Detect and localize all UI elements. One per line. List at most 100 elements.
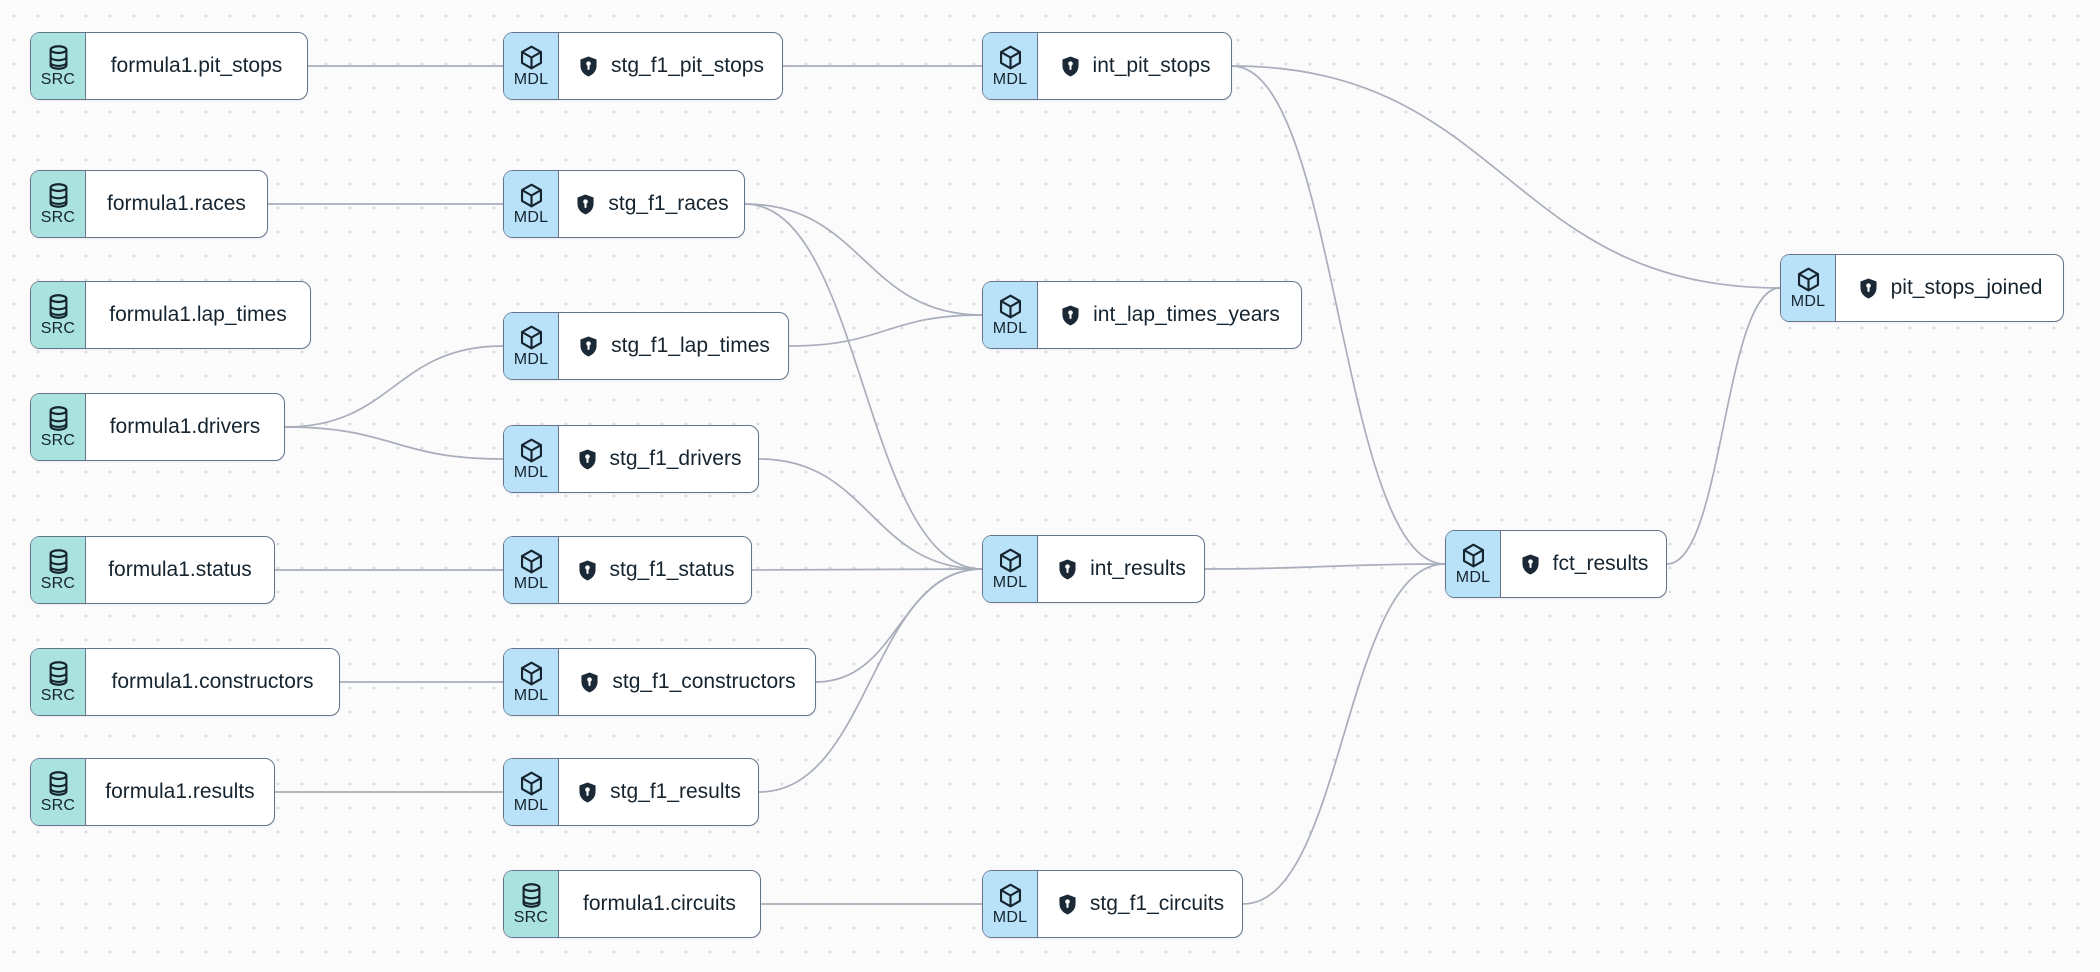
- edge-int_results--fct_results: [1204, 563, 1446, 570]
- badge-label: SRC: [40, 70, 76, 88]
- edge-fct_results--pit_stops_joined: [1666, 287, 1781, 565]
- node-body: int_results: [1038, 536, 1204, 602]
- shield-lock-icon: [576, 559, 599, 582]
- node-label: formula1.drivers: [109, 415, 261, 438]
- node-body: stg_f1_constructors: [559, 649, 815, 715]
- badge-label: MDL: [992, 908, 1028, 926]
- node-body: formula1.races: [86, 171, 267, 237]
- node-stg_f1_races[interactable]: MDL stg_f1_races: [503, 170, 745, 238]
- node-pit_stops_joined[interactable]: MDL pit_stops_joined: [1780, 254, 2064, 322]
- edge-formula1.drivers--stg_f1_drivers: [284, 426, 504, 460]
- node-body: formula1.results: [86, 759, 274, 825]
- node-int_pit_stops[interactable]: MDL int_pit_stops: [982, 32, 1232, 100]
- node-label: pit_stops_joined: [1890, 276, 2043, 299]
- cube-icon: MDL: [504, 649, 559, 715]
- badge-label: MDL: [992, 319, 1028, 337]
- node-label: int_pit_stops: [1092, 54, 1211, 77]
- node-formula1.circuits[interactable]: SRC formula1.circuits: [503, 870, 761, 938]
- database-icon: SRC: [31, 171, 86, 237]
- node-formula1.status[interactable]: SRC formula1.status: [30, 536, 275, 604]
- database-icon: SRC: [31, 649, 86, 715]
- edge-stg_f1_results--int_results: [758, 568, 983, 793]
- node-formula1.constructors[interactable]: SRC formula1.constructors: [30, 648, 340, 716]
- node-stg_f1_circuits[interactable]: MDL stg_f1_circuits: [982, 870, 1243, 938]
- cube-icon: MDL: [504, 171, 559, 237]
- badge-label: SRC: [40, 319, 76, 337]
- node-body: stg_f1_status: [559, 537, 751, 603]
- badge-label: MDL: [992, 573, 1028, 591]
- cube-icon: MDL: [504, 759, 559, 825]
- node-label: stg_f1_status: [609, 558, 735, 581]
- node-formula1.drivers[interactable]: SRC formula1.drivers: [30, 393, 285, 461]
- node-label: stg_f1_results: [610, 780, 741, 803]
- badge-label: SRC: [40, 208, 76, 226]
- node-stg_f1_results[interactable]: MDL stg_f1_results: [503, 758, 759, 826]
- node-body: stg_f1_results: [559, 759, 758, 825]
- node-label: formula1.lap_times: [109, 303, 287, 326]
- database-icon: SRC: [31, 33, 86, 99]
- node-int_lap_times_years[interactable]: MDL int_lap_times_years: [982, 281, 1302, 349]
- edge-stg_f1_constructors--int_results: [815, 568, 983, 683]
- shield-lock-icon: [1857, 277, 1880, 300]
- edge-stg_f1_races--int_lap_times_years: [744, 203, 983, 316]
- cube-icon: MDL: [983, 282, 1038, 348]
- node-body: formula1.lap_times: [86, 282, 310, 348]
- cube-icon: MDL: [504, 33, 559, 99]
- shield-lock-icon: [1056, 558, 1079, 581]
- node-label: stg_f1_lap_times: [611, 334, 770, 357]
- node-body: formula1.status: [86, 537, 274, 603]
- badge-label: SRC: [40, 574, 76, 592]
- database-icon: SRC: [504, 871, 559, 937]
- node-formula1.pit_stops[interactable]: SRC formula1.pit_stops: [30, 32, 308, 100]
- database-icon: SRC: [31, 759, 86, 825]
- node-body: formula1.drivers: [86, 394, 284, 460]
- node-body: stg_f1_circuits: [1038, 871, 1242, 937]
- node-int_results[interactable]: MDL int_results: [982, 535, 1205, 603]
- badge-label: MDL: [513, 574, 549, 592]
- node-label: formula1.circuits: [583, 892, 736, 915]
- node-body: int_lap_times_years: [1038, 282, 1301, 348]
- shield-lock-icon: [576, 448, 599, 471]
- node-formula1.races[interactable]: SRC formula1.races: [30, 170, 268, 238]
- node-label: int_lap_times_years: [1093, 303, 1280, 326]
- node-body: pit_stops_joined: [1836, 255, 2063, 321]
- cube-icon: MDL: [983, 871, 1038, 937]
- cube-icon: MDL: [1446, 531, 1501, 597]
- node-label: stg_f1_pit_stops: [611, 54, 764, 77]
- node-formula1.results[interactable]: SRC formula1.results: [30, 758, 275, 826]
- node-body: int_pit_stops: [1038, 33, 1231, 99]
- edge-int_pit_stops--pit_stops_joined: [1231, 65, 1781, 289]
- node-stg_f1_pit_stops[interactable]: MDL stg_f1_pit_stops: [503, 32, 783, 100]
- badge-label: SRC: [40, 431, 76, 449]
- node-label: stg_f1_drivers: [609, 447, 742, 470]
- edge-stg_f1_drivers--int_results: [758, 458, 983, 570]
- cube-icon: MDL: [983, 33, 1038, 99]
- node-label: formula1.races: [107, 192, 246, 215]
- badge-label: MDL: [513, 463, 549, 481]
- node-stg_f1_drivers[interactable]: MDL stg_f1_drivers: [503, 425, 759, 493]
- badge-label: SRC: [40, 796, 76, 814]
- shield-lock-icon: [1059, 55, 1082, 78]
- cube-icon: MDL: [1781, 255, 1836, 321]
- shield-lock-icon: [1059, 304, 1082, 327]
- edge-stg_f1_status--int_results: [751, 568, 983, 571]
- shield-lock-icon: [576, 781, 599, 804]
- node-body: formula1.constructors: [86, 649, 339, 715]
- node-label: stg_f1_constructors: [612, 670, 796, 693]
- database-icon: SRC: [31, 394, 86, 460]
- badge-label: MDL: [513, 70, 549, 88]
- edge-int_pit_stops--fct_results: [1231, 65, 1446, 565]
- shield-lock-icon: [1056, 893, 1079, 916]
- node-stg_f1_status[interactable]: MDL stg_f1_status: [503, 536, 752, 604]
- node-label: stg_f1_races: [608, 192, 729, 215]
- node-body: formula1.pit_stops: [86, 33, 307, 99]
- cube-icon: MDL: [504, 537, 559, 603]
- edge-stg_f1_circuits--fct_results: [1242, 563, 1446, 905]
- badge-label: SRC: [40, 686, 76, 704]
- shield-lock-icon: [574, 193, 597, 216]
- node-formula1.lap_times[interactable]: SRC formula1.lap_times: [30, 281, 311, 349]
- node-stg_f1_constructors[interactable]: MDL stg_f1_constructors: [503, 648, 816, 716]
